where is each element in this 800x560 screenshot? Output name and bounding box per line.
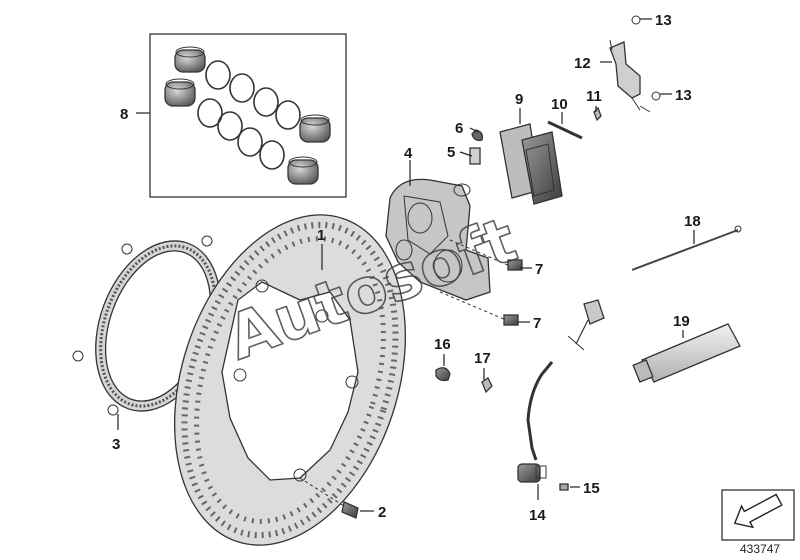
brake-pads (499, 123, 563, 205)
grease-tube (632, 323, 741, 383)
disc-bolt (299, 477, 359, 519)
callout-8: 8 (120, 106, 128, 123)
callout-16: 16 (434, 336, 451, 353)
callout-5: 5 (447, 144, 455, 161)
callout-14: 14 (529, 507, 546, 524)
brake-disc (173, 214, 407, 546)
callout-9: 9 (515, 91, 523, 108)
callout-6: 6 (455, 120, 463, 137)
repair-kit-box (149, 33, 347, 198)
callout-4: 4 (404, 145, 413, 162)
seal-rings (197, 60, 301, 170)
callout-15: 15 (583, 480, 600, 497)
caliper-bolts (439, 239, 523, 326)
sensor-screw (559, 483, 569, 491)
callout-10: 10 (551, 96, 568, 113)
callout-2: 2 (378, 504, 386, 521)
callout-11: 11 (586, 88, 602, 105)
callout-labels: 1 2 3 4 5 6 7 7 8 9 10 11 12 13 13 14 15… (112, 12, 701, 524)
bracket-screw-top (631, 15, 641, 25)
cable-clip (435, 367, 451, 382)
callout-7-lower: 7 (533, 315, 541, 332)
piston-group (164, 46, 331, 185)
cable-tie (631, 225, 742, 271)
leader-lines (117, 18, 695, 512)
holder (481, 377, 493, 394)
callout-13-side: 13 (675, 87, 692, 104)
abs-sensor (517, 299, 605, 483)
callout-13-top: 13 (655, 12, 672, 29)
callout-7-upper: 7 (535, 261, 543, 278)
callout-19: 19 (673, 313, 690, 330)
bracket-screw-side (651, 91, 661, 101)
callout-12: 12 (574, 55, 591, 72)
bleeder-valve (469, 129, 484, 165)
pad-pin (547, 120, 583, 140)
callout-1: 1 (317, 227, 325, 244)
callout-17: 17 (474, 350, 491, 367)
callout-3: 3 (112, 436, 120, 453)
arrow-box-icon[interactable] (721, 489, 795, 541)
brake-line-bracket (609, 39, 651, 113)
brake-caliper (385, 178, 491, 301)
spring-clip (593, 106, 602, 122)
callout-18: 18 (684, 213, 701, 230)
diagram-id: 433747 (740, 542, 780, 556)
